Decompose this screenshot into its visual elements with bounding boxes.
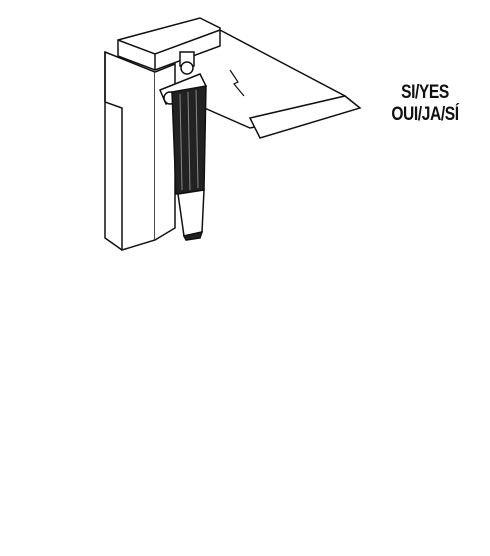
closer-cylinder-3d [177, 189, 205, 237]
door-frame [104, 50, 156, 252]
approval-label-line1: SI/YES [401, 82, 449, 103]
approval-label-line2: OUI/JA/SÍ [391, 104, 459, 125]
glass-edge [248, 95, 362, 139]
top-3d-view [104, 17, 362, 252]
header-block [117, 17, 221, 71]
lightning-glint-icon [229, 69, 245, 97]
